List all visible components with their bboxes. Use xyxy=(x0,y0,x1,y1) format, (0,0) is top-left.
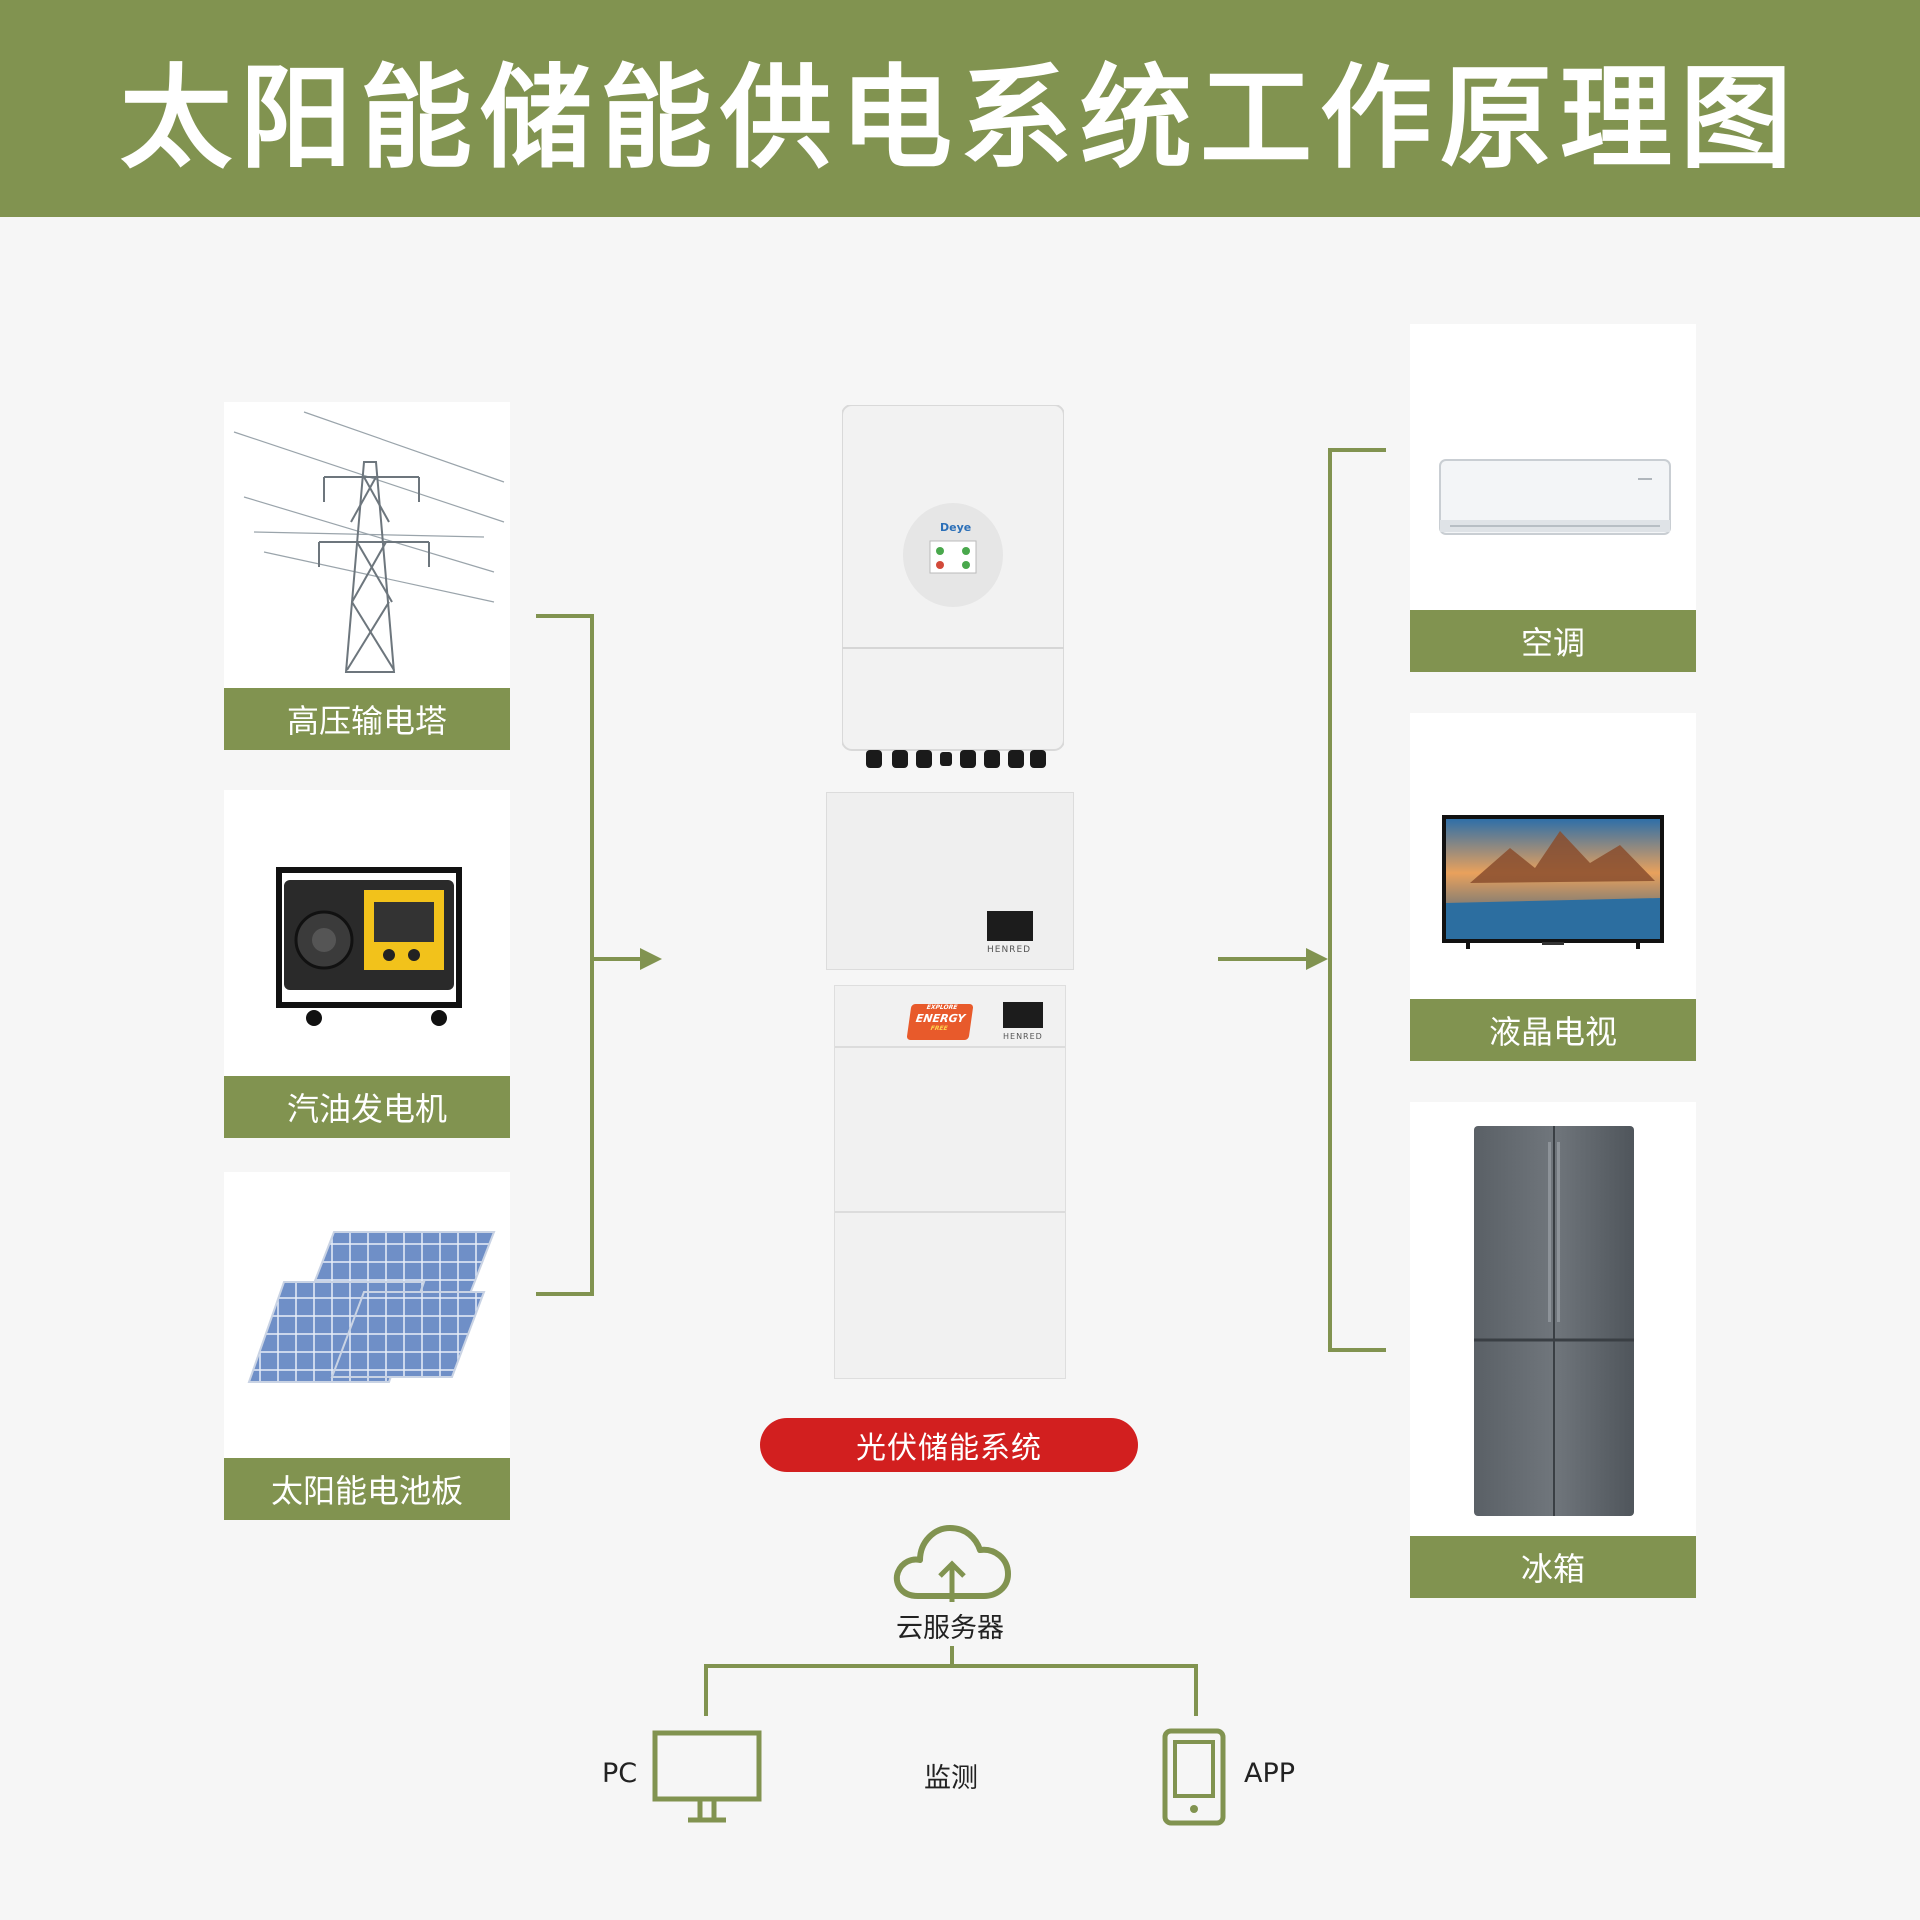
refrigerator-icon xyxy=(1410,1102,1696,1536)
app-label: APP xyxy=(1244,1758,1296,1789)
source-label-tower: 高压输电塔 xyxy=(224,688,510,750)
stack-divider-1 xyxy=(835,1046,1065,1048)
mobile-app-icon[interactable] xyxy=(1162,1728,1226,1826)
lcd-tv-icon xyxy=(1410,713,1696,999)
inverter-ports xyxy=(860,750,1050,770)
page-title: 太阳能储能供电系统工作原理图 xyxy=(120,53,1800,184)
left-bracket-vertical xyxy=(590,614,594,1296)
load-card-ac: 空调 xyxy=(1410,324,1696,672)
right-bracket-top xyxy=(1328,448,1386,452)
load-label-tv: 液晶电视 xyxy=(1410,999,1696,1061)
monitor-left-drop xyxy=(704,1664,708,1716)
monitor-right-drop xyxy=(1194,1664,1198,1716)
right-arrow-head-icon xyxy=(1306,948,1328,970)
load-label-fridge: 冰箱 xyxy=(1410,1536,1696,1598)
load-label-ac: 空调 xyxy=(1410,610,1696,672)
left-bracket-top xyxy=(536,614,594,618)
air-conditioner-icon xyxy=(1410,324,1696,610)
cloud-upload-icon xyxy=(893,1525,1011,1602)
inverter: Deye xyxy=(842,405,1064,753)
left-arrow-shaft xyxy=(594,957,646,961)
gasoline-generator-icon xyxy=(224,790,510,1076)
cloud-server-label: 云服务器 xyxy=(896,1613,1004,1644)
source-label-solar: 太阳能电池板 xyxy=(224,1458,510,1520)
monitor-center-label: 监测 xyxy=(924,1763,978,1794)
pc-label: PC xyxy=(602,1758,638,1789)
solar-panels-icon xyxy=(224,1172,510,1458)
battery-display-stack xyxy=(1003,1002,1043,1028)
load-card-tv: 液晶电视 xyxy=(1410,713,1696,1061)
transmission-tower-icon xyxy=(224,402,510,688)
energy-logo-line1: EXPLORE xyxy=(926,1004,958,1011)
energy-logo-line3: FREE xyxy=(930,1025,949,1032)
storage-system-label: 光伏储能系统 xyxy=(760,1418,1138,1472)
battery-brand-top: HENRED xyxy=(987,945,1032,955)
battery-module-stack: EXPLORE ENERGY FREE HENRED xyxy=(834,985,1066,1379)
title-banner: 太阳能储能供电系统工作原理图 xyxy=(0,0,1920,217)
left-arrow-head-icon xyxy=(640,948,662,970)
right-bracket-bottom xyxy=(1328,1348,1386,1352)
battery-brand-stack: HENRED xyxy=(1003,1032,1043,1041)
source-card-generator: 汽油发电机 xyxy=(224,790,510,1138)
load-card-fridge: 冰箱 xyxy=(1410,1102,1696,1598)
stack-divider-2 xyxy=(835,1211,1065,1213)
battery-display-top xyxy=(987,911,1033,941)
source-card-tower: 高压输电塔 xyxy=(224,402,510,750)
pc-monitor-icon[interactable] xyxy=(652,1730,762,1826)
left-bracket-bottom xyxy=(536,1292,594,1296)
monitor-bar xyxy=(704,1664,1198,1668)
energy-logo-line2: ENERGY xyxy=(914,1012,967,1025)
monitor-stem xyxy=(950,1646,954,1668)
source-card-solar: 太阳能电池板 xyxy=(224,1172,510,1520)
battery-module-top: HENRED xyxy=(826,792,1074,970)
source-label-generator: 汽油发电机 xyxy=(224,1076,510,1138)
energy-logo: EXPLORE ENERGY FREE xyxy=(906,1004,974,1040)
right-bracket-vertical xyxy=(1328,448,1332,1352)
right-arrow-shaft xyxy=(1218,957,1310,961)
inverter-brand: Deye xyxy=(940,521,972,534)
